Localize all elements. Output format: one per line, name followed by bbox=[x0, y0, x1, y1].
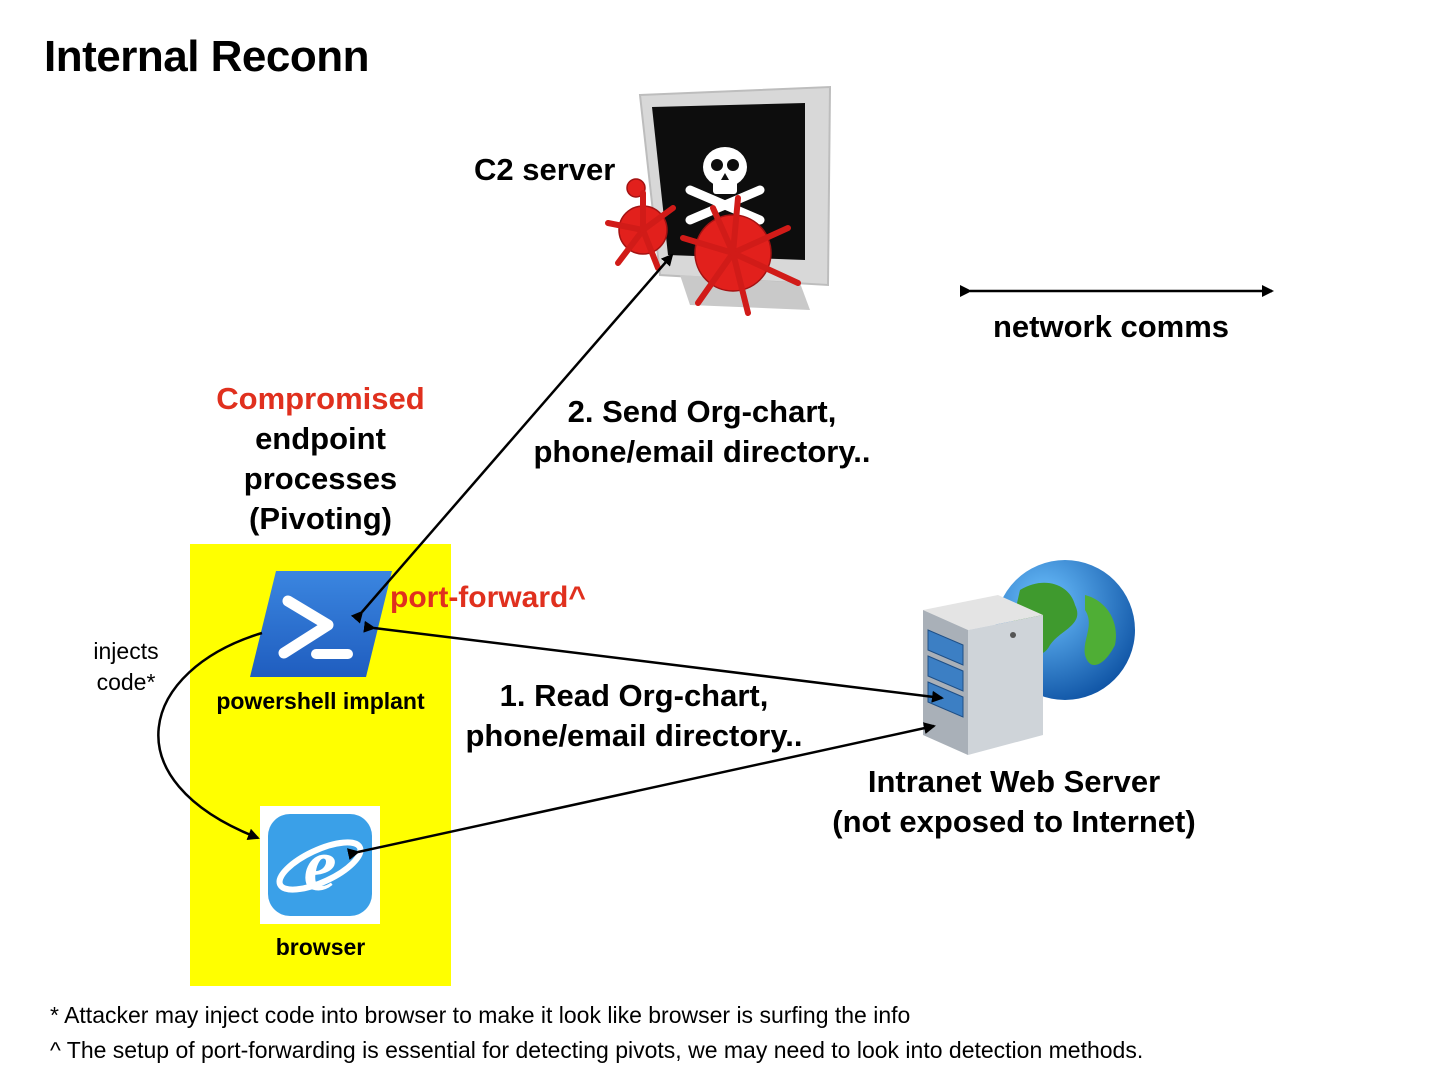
port-forward-arrow bbox=[363, 620, 944, 703]
footnote-star: * Attacker may inject code into browser … bbox=[50, 1002, 911, 1028]
virus-icon bbox=[605, 178, 801, 316]
pirate-monitor-icon bbox=[638, 85, 832, 310]
footnote-caret: ^ The setup of port-forwarding is essent… bbox=[50, 1037, 1144, 1063]
read-arrow bbox=[346, 722, 936, 860]
injects-line-2: code* bbox=[96, 669, 156, 695]
send-arrow bbox=[350, 253, 674, 624]
svg-text:e: e bbox=[304, 825, 337, 907]
injects-code-label: injects code* bbox=[80, 636, 172, 698]
legend-label: network comms bbox=[993, 309, 1230, 344]
browser-label: browser bbox=[275, 934, 366, 960]
injects-line-1: injects bbox=[93, 638, 159, 664]
injects-arrow bbox=[157, 631, 263, 840]
c2-server-label: C2 server bbox=[474, 152, 616, 187]
page-title: Internal Reconn bbox=[44, 32, 370, 81]
